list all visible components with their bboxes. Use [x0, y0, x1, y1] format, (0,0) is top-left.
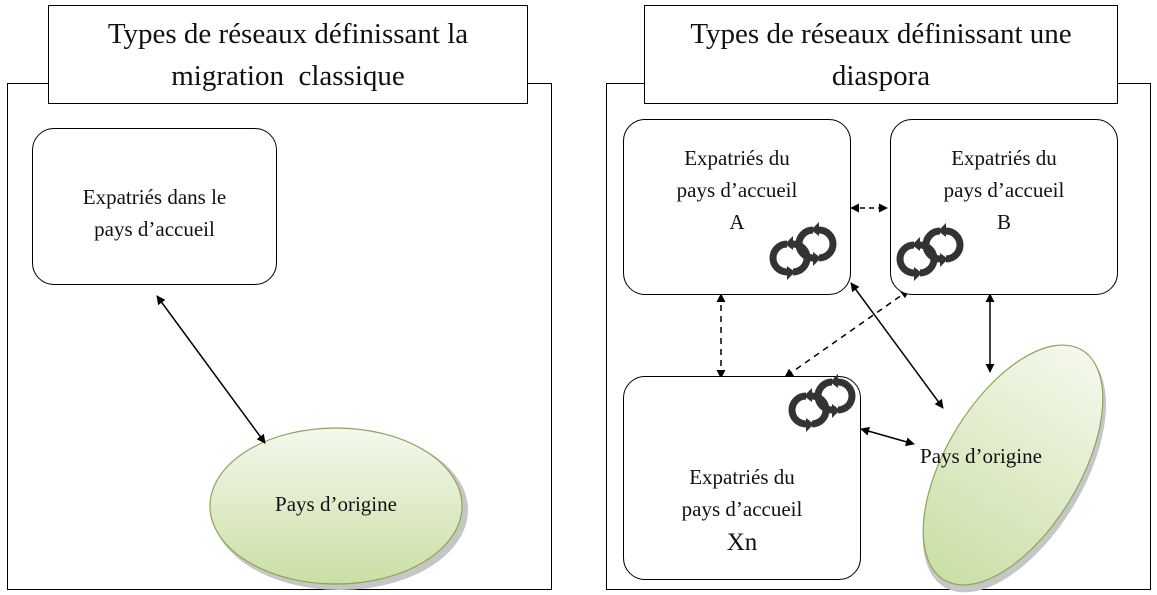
- box-xn-line3: Xn: [726, 529, 758, 556]
- left-origin-ellipse: [209, 427, 463, 585]
- right-title-line2: diaspora: [831, 59, 931, 92]
- box-xn-line2: pays d’accueil: [681, 497, 803, 521]
- box-b-line3: B: [996, 210, 1011, 234]
- cycle-arrows-icon: [900, 223, 960, 281]
- cycle-arrows-icon: [773, 222, 833, 280]
- box-xn-line1: Expatriés du: [689, 465, 795, 489]
- left-expat-box: Expatriés dans le pays d’accueil: [32, 128, 277, 285]
- left-expat-line1: Expatriés dans le: [82, 185, 227, 209]
- left-arrow-expat-origin: [156, 295, 266, 444]
- arrow-xn-origin: [860, 426, 915, 447]
- box-a-line1: Expatriés du: [684, 146, 790, 170]
- box-b-line2: pays d’accueil: [943, 178, 1065, 202]
- box-a-line3: A: [729, 210, 745, 234]
- left-title-line1: Types de réseaux définissant la: [107, 17, 469, 50]
- right-panel-title: Types de réseaux définissant une diaspor…: [644, 5, 1118, 104]
- expat-box-xn: Expatriés du pays d’accueil Xn: [623, 376, 861, 580]
- right-origin-label: Pays d’origine: [920, 444, 1042, 468]
- box-b-line1: Expatriés du: [951, 146, 1057, 170]
- left-title-line2: migration classique: [171, 59, 405, 92]
- cycle-arrows-icon: [792, 374, 852, 432]
- left-panel-title: Types de réseaux définissant la migratio…: [48, 5, 528, 104]
- box-a-line2: pays d’accueil: [676, 178, 798, 202]
- expat-box-b: Expatriés du pays d’accueil B: [890, 119, 1118, 295]
- right-origin-ellipse: [922, 344, 1104, 586]
- arrow-a-origin: [850, 282, 944, 409]
- left-expat-line2: pays d’accueil: [94, 217, 215, 241]
- right-title-line1: Types de réseaux définissant une: [690, 17, 1072, 50]
- left-origin-label: Pays d’origine: [275, 492, 397, 516]
